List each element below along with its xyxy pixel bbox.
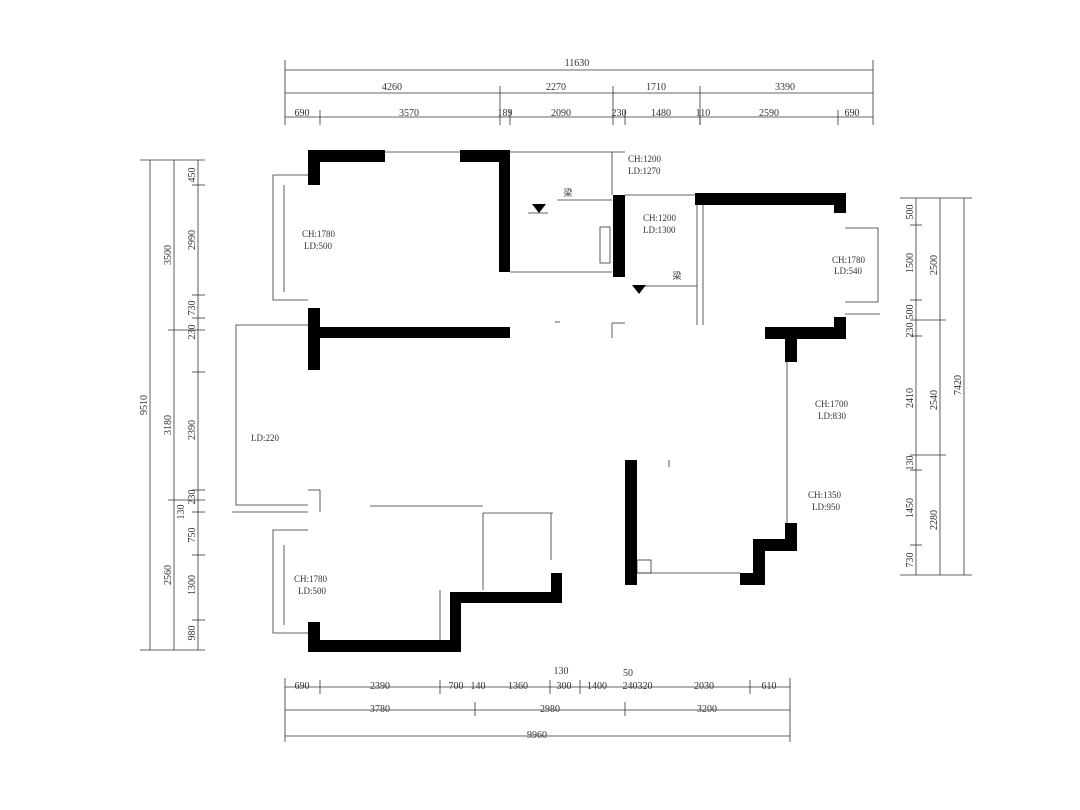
left-row2-label: 2560 xyxy=(163,565,174,585)
left-row3-label: 2990 xyxy=(187,230,198,250)
left-row2-label: 3180 xyxy=(163,415,174,435)
window-note: LD:540 xyxy=(834,266,862,276)
left-row3-label: 1300 xyxy=(187,575,198,595)
right-row3-label: 2410 xyxy=(905,388,916,408)
window-note: CH:1350 xyxy=(808,490,842,500)
bottom-row1-label: 690 xyxy=(295,681,310,692)
bottom-row1-label: 2390 xyxy=(370,681,390,692)
top-row3-label: 230 xyxy=(612,108,627,119)
bottom-row1-label: 240 xyxy=(623,681,638,692)
window-note: CH:1700 xyxy=(815,399,849,409)
window-note: LD:220 xyxy=(251,433,279,443)
thin-outlines xyxy=(232,151,880,640)
bottom-row1-label: 2030 xyxy=(694,681,714,692)
beam-label: 梁 xyxy=(672,270,681,281)
window-note: LD:830 xyxy=(818,411,846,421)
beam-label: 梁 xyxy=(563,187,572,198)
window-note: LD:500 xyxy=(298,586,326,596)
bottom-row2-label: 3200 xyxy=(697,704,717,715)
left-row3-label: 750 xyxy=(187,528,198,543)
bottom-row1-label: 300 xyxy=(557,681,572,692)
bottom-dimensions: 690 2390 700 140 1360 130 300 1400 50 24… xyxy=(284,666,791,742)
top-row3-label: 189 xyxy=(498,108,513,119)
beam-markers: 梁 梁 xyxy=(532,187,682,294)
left-dimensions: 9510 3500 3180 2560 450 2990 730 230 239… xyxy=(139,159,205,651)
left-row3-label: 130 xyxy=(176,505,187,520)
left-row3-label: 2390 xyxy=(187,420,198,440)
top-row3-label: 3570 xyxy=(399,108,419,119)
top-row3-label: 1480 xyxy=(651,108,671,119)
bottom-total-label: 9960 xyxy=(527,730,547,741)
top-row2-label: 3390 xyxy=(775,82,795,93)
bottom-row1-label: 140 xyxy=(471,681,486,692)
window-note: CH:1200 xyxy=(628,154,662,164)
right-row2-label: 2540 xyxy=(929,390,940,410)
triangle-marker-icon xyxy=(632,285,646,294)
window-note: CH:1780 xyxy=(302,229,336,239)
window-note: LD:500 xyxy=(304,241,332,251)
left-row3-label: 450 xyxy=(187,168,198,183)
right-row3-label: 500 xyxy=(905,205,916,220)
bottom-row2-label: 3780 xyxy=(370,704,390,715)
bottom-row1-label: 130 xyxy=(554,666,569,677)
window-note: LD:1300 xyxy=(643,225,676,235)
window-note: CH:1780 xyxy=(294,574,328,584)
top-row3-label: 690 xyxy=(845,108,860,119)
top-row2-label: 1710 xyxy=(646,82,666,93)
top-total-label: 11630 xyxy=(565,58,590,69)
left-row3-label: 980 xyxy=(187,626,198,641)
left-row2-label: 3500 xyxy=(163,245,174,265)
top-dimensions: 11630 4260 2270 1710 3390 690 3570 189 2… xyxy=(284,58,874,125)
right-dimensions: 7420 2500 2540 2280 500 1500 500 230 241… xyxy=(900,197,972,576)
bottom-row1-label: 1400 xyxy=(587,681,607,692)
window-note: CH:1200 xyxy=(643,213,677,223)
bottom-row1-label: 320 xyxy=(638,681,653,692)
window-note: CH:1780 xyxy=(832,255,866,265)
left-row3-label: 230 xyxy=(187,490,198,505)
right-row3-label: 1450 xyxy=(905,498,916,518)
window-notes: CH:1200 LD:1270 CH:1200 LD:1300 CH:1780 … xyxy=(251,154,866,596)
right-row2-label: 2280 xyxy=(929,510,940,530)
right-total-label: 7420 xyxy=(953,375,964,395)
top-row2-label: 2270 xyxy=(546,82,566,93)
bottom-row1-label: 610 xyxy=(762,681,777,692)
bottom-row1-label: 1360 xyxy=(508,681,528,692)
right-row3-label: 1500 xyxy=(905,253,916,273)
right-row3-label: 500 xyxy=(905,305,916,320)
bottom-row2-label: 2980 xyxy=(540,704,560,715)
top-row3-label: 2090 xyxy=(551,108,571,119)
right-row2-label: 2500 xyxy=(929,255,940,275)
right-row3-label: 730 xyxy=(905,553,916,568)
left-total-label: 9510 xyxy=(139,395,150,415)
top-row3-label: 110 xyxy=(696,108,711,119)
window-note: LD:1270 xyxy=(628,166,661,176)
bottom-row1-label: 50 xyxy=(623,668,633,679)
top-row3-label: 690 xyxy=(295,108,310,119)
bottom-row1-label: 700 xyxy=(449,681,464,692)
right-row3-label: 230 xyxy=(905,323,916,338)
left-row3-label: 730 xyxy=(187,301,198,316)
solid-walls xyxy=(308,150,846,652)
window-note: LD:950 xyxy=(812,502,840,512)
left-row3-label: 230 xyxy=(187,325,198,340)
top-row2-label: 4260 xyxy=(382,82,402,93)
triangle-marker-icon xyxy=(532,204,546,213)
right-row3-label: 130 xyxy=(905,456,916,471)
top-row3-label: 2590 xyxy=(759,108,779,119)
